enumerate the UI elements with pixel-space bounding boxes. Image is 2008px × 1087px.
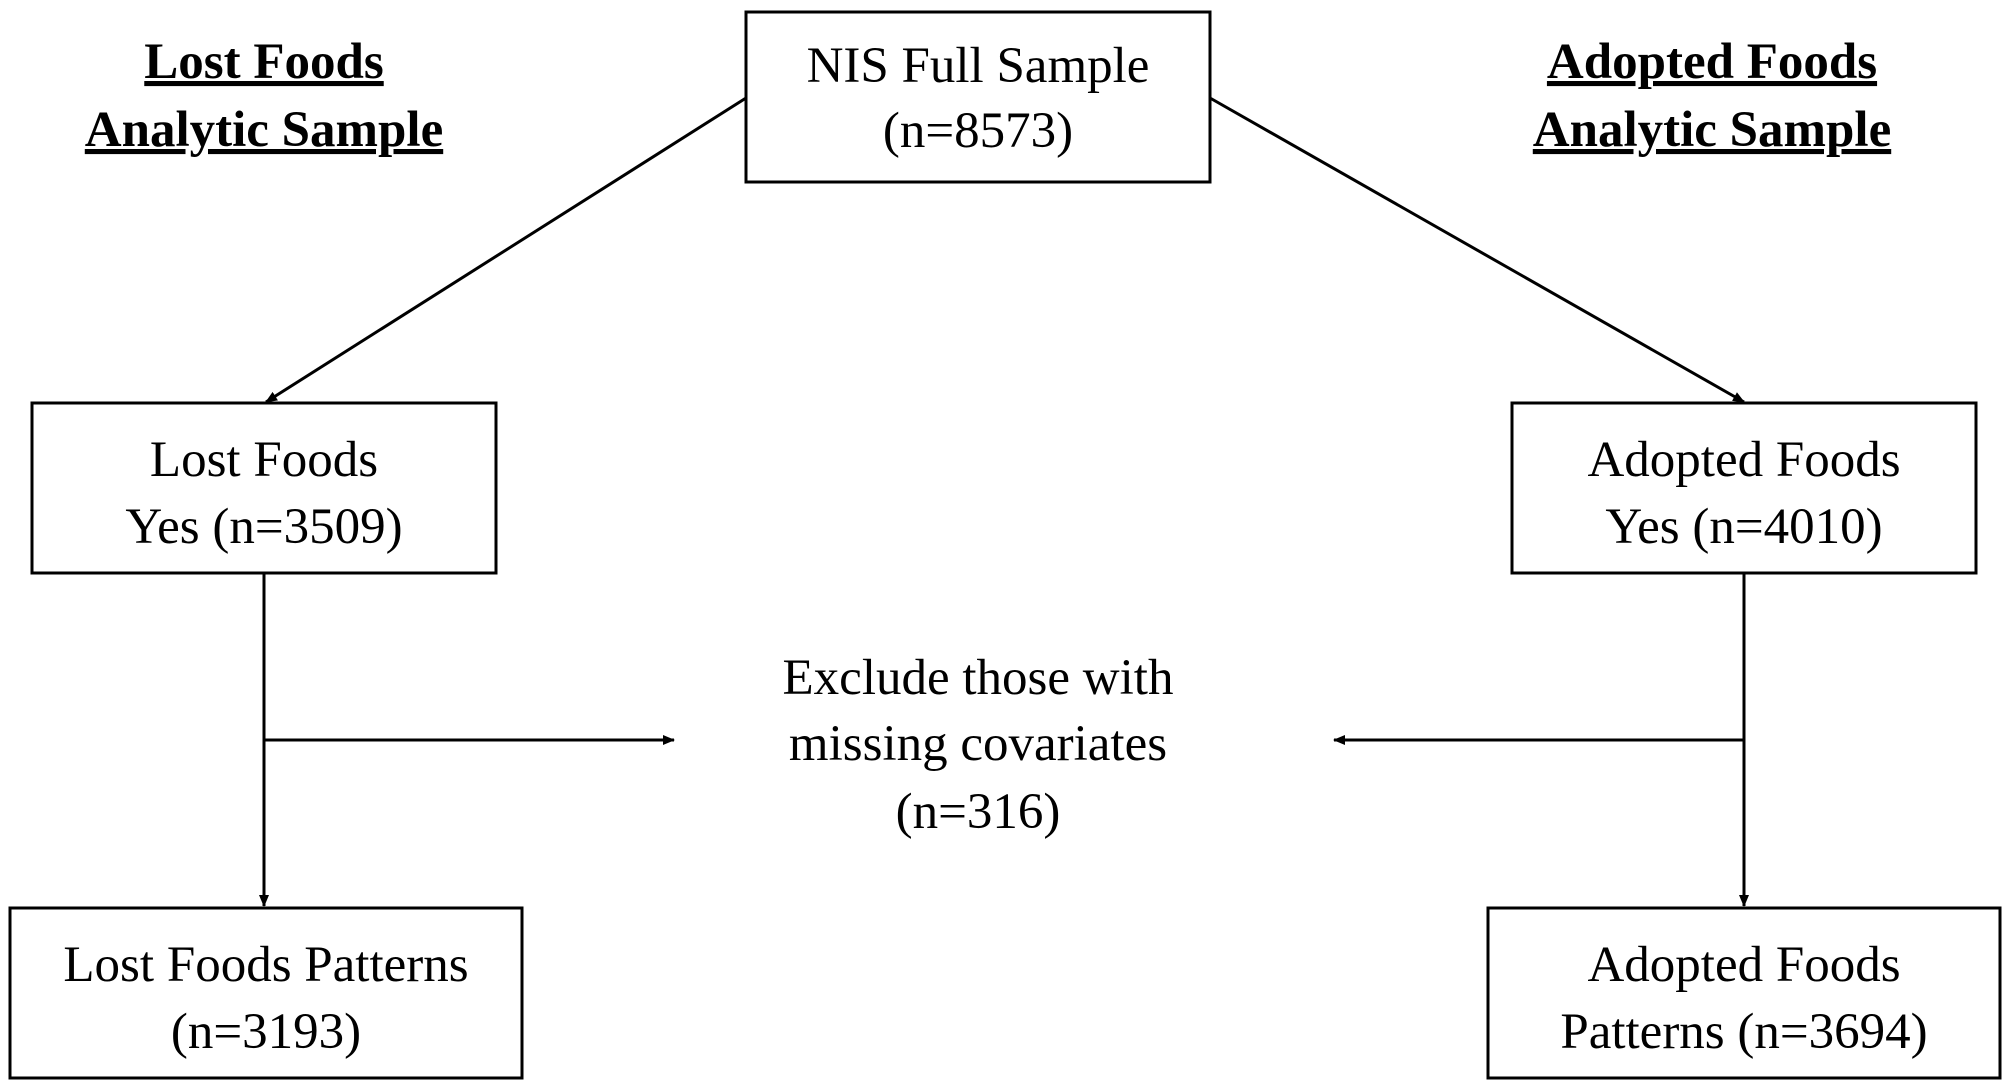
adopted-foods-heading-line2: Analytic Sample <box>1533 102 1891 158</box>
adopted-foods-yes-node: Adopted Foods Yes (n=4010) <box>1510 401 1978 575</box>
nis-full-sample-line1: NIS Full Sample <box>807 38 1150 94</box>
exclusion-line2: missing covariates <box>789 716 1167 772</box>
adopted-foods-heading-line1: Adopted Foods <box>1547 34 1877 90</box>
adopted-foods-yes-line2: Yes (n=4010) <box>1605 499 1882 555</box>
lost-foods-yes-box <box>30 401 498 575</box>
lost-foods-yes-node: Lost Foods Yes (n=3509) <box>30 401 498 575</box>
adopted-foods-patterns-line2: Patterns (n=3694) <box>1560 1004 1927 1060</box>
lost-foods-yes-line2: Yes (n=3509) <box>125 499 402 555</box>
adopted-foods-patterns-box <box>1486 906 2002 1080</box>
exclusion-note: Exclude those with missing covariates (n… <box>783 650 1174 840</box>
lost-foods-patterns-line1: Lost Foods Patterns <box>63 937 468 993</box>
nis-full-sample-line2: (n=8573) <box>883 103 1073 159</box>
adopted-foods-patterns-node: Adopted Foods Patterns (n=3694) <box>1486 906 2002 1080</box>
lost-foods-heading-line2: Analytic Sample <box>85 102 443 158</box>
adopted-foods-yes-line1: Adopted Foods <box>1587 432 1900 488</box>
lost-foods-heading: Lost Foods Analytic Sample <box>85 34 443 158</box>
lost-foods-heading-line1: Lost Foods <box>144 34 383 90</box>
adopted-foods-patterns-line1: Adopted Foods <box>1587 937 1900 993</box>
edge-full-to-adopted <box>1209 96 1745 404</box>
lost-foods-patterns-line2: (n=3193) <box>171 1004 361 1060</box>
exclusion-line1: Exclude those with <box>783 650 1174 706</box>
nis-full-sample-box <box>744 10 1212 184</box>
edge-full-to-lost <box>265 96 747 404</box>
nis-full-sample-node: NIS Full Sample (n=8573) <box>744 10 1212 184</box>
lost-foods-patterns-box <box>8 906 524 1080</box>
exclusion-line3: (n=316) <box>896 784 1061 840</box>
lost-foods-patterns-node: Lost Foods Patterns (n=3193) <box>8 906 524 1080</box>
lost-foods-yes-line1: Lost Foods <box>150 432 378 488</box>
adopted-foods-yes-box <box>1510 401 1978 575</box>
adopted-foods-heading: Adopted Foods Analytic Sample <box>1533 34 1891 158</box>
